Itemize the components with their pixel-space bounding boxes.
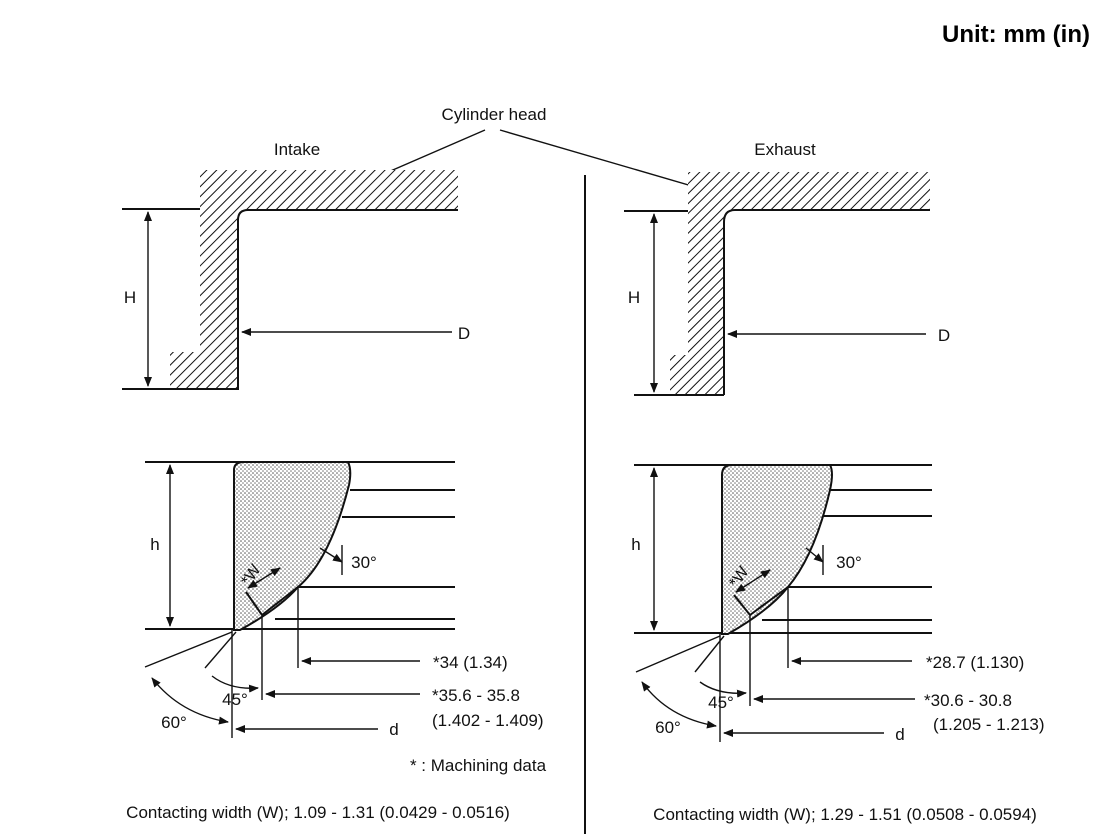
exhaust-D-label: D [938,326,950,345]
exhaust-angle-30: 30° [836,553,862,572]
exhaust-30-arrow [805,547,824,563]
intake-contact-width: Contacting width (W); 1.09 - 1.31 (0.042… [126,803,510,822]
exhaust-W-box-a [733,594,751,616]
intake-bore-edge [237,209,458,390]
exhaust-dim-306: *30.6 - 30.8 [924,691,1012,710]
intake-45-line [204,631,237,669]
intake-W-dimension [247,567,281,589]
intake-dim-34: *34 (1.34) [433,653,508,672]
exhaust-45-arc [699,681,747,698]
exhaust-h-label: h [631,535,640,554]
unit-label: Unit: mm (in) [942,21,1090,48]
intake-60-arc [151,677,229,725]
intake-dim-356: *35.6 - 35.8 [432,686,520,705]
exhaust-title: Exhaust [754,140,816,159]
exhaust-contact-width: Contacting width (W); 1.29 - 1.51 (0.050… [653,805,1037,824]
exhaust-angle-60: 60° [655,718,681,737]
exhaust-d-label: d [895,725,904,744]
exhaust-45-line [694,635,725,673]
exhaust-H-label: H [628,288,640,307]
exhaust-W-box-b [749,586,789,616]
exhaust-dim-287: *28.7 (1.130) [926,653,1024,672]
intake-D-label: D [458,324,470,343]
cylinder-head-label: Cylinder head [442,105,547,124]
intake-60-line [144,631,233,668]
intake-head-hatch [170,170,458,390]
exhaust-dim-306-in: (1.205 - 1.213) [933,715,1045,734]
intake-dim-356-in: (1.402 - 1.409) [432,711,544,730]
intake-angle-60: 60° [161,713,187,732]
exhaust-bore-edge [723,209,930,395]
exhaust-W-dimension [735,569,771,593]
exhaust-section: Exhaust H D *W 30° h 45° 60° [624,140,1045,824]
intake-angle-45: 45° [222,690,248,709]
intake-title: Intake [274,140,320,159]
intake-angle-30: 30° [351,553,377,572]
intake-section: Intake H D *W 30° h 45° [122,140,547,822]
exhaust-seat-shading [721,464,833,635]
machining-note: * : Machining data [410,756,547,775]
intake-W-box-b [261,586,299,616]
exhaust-angle-45: 45° [708,693,734,712]
exhaust-60-arc [641,681,717,729]
intake-45-arc [211,675,259,693]
intake-H-label: H [124,288,136,307]
exhaust-head-hatch [670,172,930,395]
intake-W-box-a [245,591,263,616]
exhaust-60-line [635,635,721,673]
intake-d-label: d [389,720,398,739]
intake-seat-shading [233,461,352,631]
intake-30-arrow [319,547,343,563]
intake-h-label: h [150,535,159,554]
